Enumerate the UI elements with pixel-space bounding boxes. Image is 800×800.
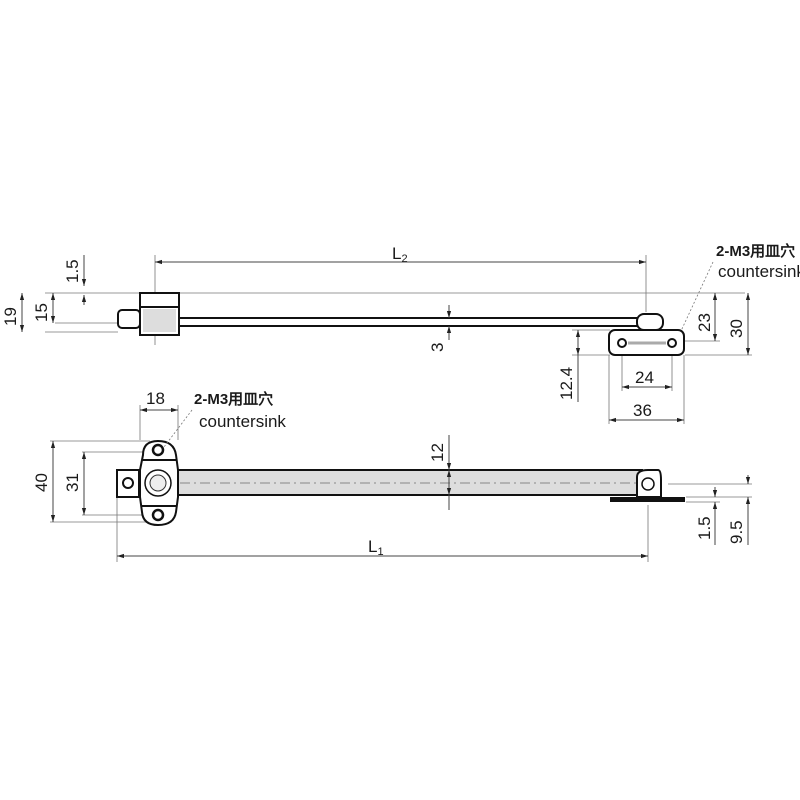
countersink-hole [667, 338, 677, 348]
pivot-inner [149, 474, 167, 492]
dim-40: 40 [32, 473, 51, 492]
l2-label: L2 [392, 244, 408, 265]
dim-1-5: 1.5 [63, 259, 82, 283]
bolt-nub [117, 309, 141, 329]
dim-18: 18 [146, 389, 165, 408]
countersink-hole [151, 443, 165, 457]
countersink-note-en: countersink [718, 262, 800, 281]
dim-23: 23 [695, 313, 714, 332]
note-leader [680, 261, 714, 332]
countersink-note-en: countersink [199, 412, 286, 431]
bottom-view: 18 40 31 12 1.5 9.5 L1 2-M3用皿穴 countersi… [32, 389, 752, 562]
dim-30: 30 [727, 319, 746, 338]
tab-hole [122, 477, 134, 489]
dim-19: 19 [1, 307, 20, 326]
countersink-hole [151, 508, 165, 522]
countersink-note-jp: 2-M3用皿穴 [194, 390, 273, 408]
dim-12-4: 12.4 [557, 367, 576, 400]
hinge-pivot [636, 313, 664, 331]
dim-36: 36 [633, 401, 652, 420]
left-bracket-face [143, 309, 176, 332]
dim-9-5: 9.5 [727, 520, 746, 544]
dim-3: 3 [428, 343, 447, 352]
stay-rod [178, 317, 662, 327]
countersink-note-jp: 2-M3用皿穴 [716, 242, 795, 260]
top-view: L2 1.5 19 15 3 23 30 12.4 24 36 2-M3用皿穴 … [1, 242, 800, 424]
countersink-hole [617, 338, 627, 348]
dim-31: 31 [63, 473, 82, 492]
l1-label: L1 [368, 537, 384, 558]
dim-12: 12 [428, 443, 447, 462]
dim-1-5: 1.5 [695, 516, 714, 540]
hinge-pin [641, 477, 655, 491]
right-foot-plate [610, 497, 685, 502]
dim-15: 15 [32, 303, 51, 322]
dim-24: 24 [635, 368, 654, 387]
